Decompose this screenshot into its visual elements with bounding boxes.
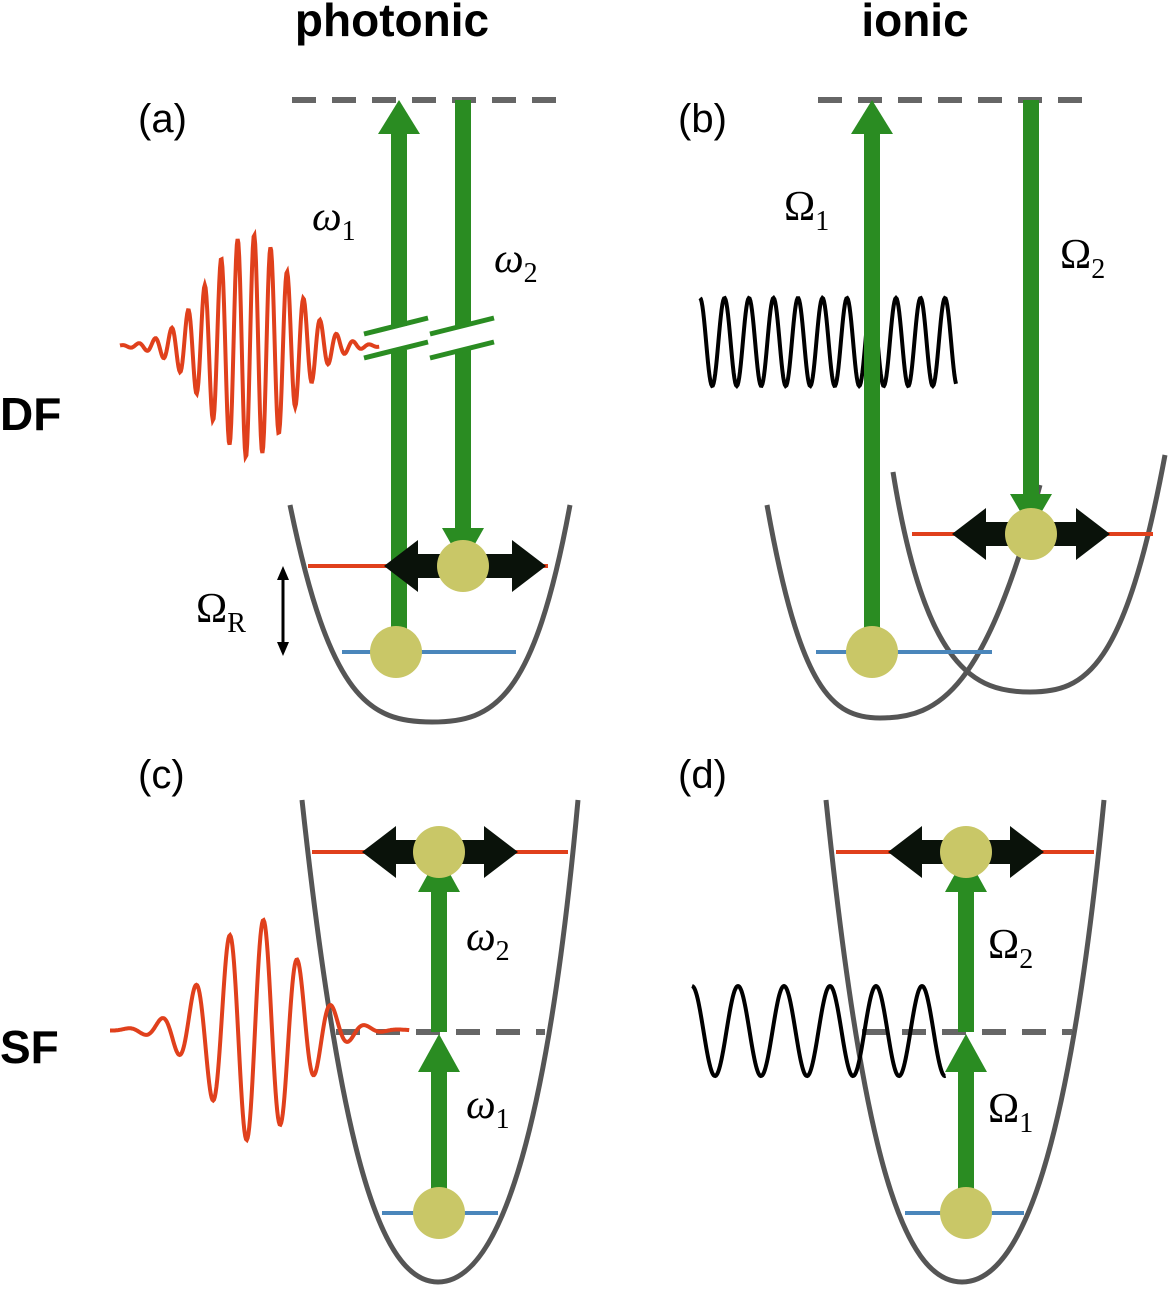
- label-Omega2: Ω2: [1060, 232, 1105, 285]
- particle-excited: [437, 540, 489, 592]
- stokes-arrow-shaft: [455, 100, 471, 532]
- label-Omega1: Ω1: [988, 1086, 1033, 1139]
- label-omega1: ω1: [466, 1082, 510, 1135]
- pump-arrow-head: [378, 100, 420, 134]
- potential-well-ground: [764, 484, 1043, 721]
- particle-excited: [940, 826, 992, 878]
- arrow-Omega1-shaft: [958, 1068, 974, 1213]
- pump-arrow-shaft: [391, 130, 407, 652]
- arrow-omega2-shaft: [431, 888, 447, 1032]
- rabi-arrow-head-up: [277, 566, 289, 580]
- panel-d: Ω2 Ω1: [691, 799, 1107, 1285]
- potential-well: [287, 504, 573, 725]
- pump-arrow-head: [851, 100, 893, 134]
- arrow-omega1-head: [418, 1034, 460, 1072]
- panel-b: Ω1 Ω2: [698, 97, 1168, 721]
- arrow-Omega2-shaft: [958, 888, 974, 1032]
- label-omega-r: ΩR: [196, 586, 246, 639]
- panel-a: ω1 ω2 ΩR: [119, 97, 573, 725]
- potential-well: [299, 799, 581, 1285]
- break-mark: [363, 339, 429, 361]
- stokes-arrow-shaft: [1023, 100, 1039, 498]
- rabi-arrow-head-down: [277, 642, 289, 656]
- particle-ground: [846, 626, 898, 678]
- break-mark: [363, 315, 429, 337]
- header-ionic: ionic: [861, 0, 968, 46]
- arrow-Omega1-head: [945, 1034, 987, 1072]
- particle-ground: [370, 626, 422, 678]
- panel-label-b: (b): [678, 97, 727, 141]
- particle-ground: [940, 1187, 992, 1239]
- potential-well: [823, 799, 1107, 1285]
- pump-arrow-shaft: [864, 130, 880, 652]
- arrow-omega1-shaft: [431, 1068, 447, 1213]
- panel-label-a: (a): [138, 97, 187, 141]
- label-omega2: ω2: [466, 914, 510, 967]
- label-Omega2: Ω2: [988, 922, 1033, 975]
- label-omega2: ω2: [494, 236, 538, 289]
- panel-label-c: (c): [138, 753, 185, 797]
- ionic-drive-wave: [698, 294, 958, 389]
- header-photonic: photonic: [295, 0, 489, 46]
- particle-excited: [1005, 508, 1057, 560]
- break-mark: [429, 339, 495, 361]
- row-label-sf: SF: [0, 1021, 59, 1073]
- ionic-drive-wave: [691, 983, 947, 1079]
- laser-pulse-long: [110, 917, 410, 1144]
- particle-excited: [413, 826, 465, 878]
- potential-well-displaced: [890, 454, 1168, 695]
- label-omega1: ω1: [312, 194, 356, 247]
- label-Omega1: Ω1: [784, 184, 829, 237]
- panel-c: ω2 ω1: [110, 799, 581, 1285]
- break-mark: [429, 315, 495, 337]
- panel-label-d: (d): [678, 753, 727, 797]
- row-label-df: DF: [0, 388, 61, 440]
- laser-pulse-short: [119, 228, 380, 464]
- particle-ground: [413, 1187, 465, 1239]
